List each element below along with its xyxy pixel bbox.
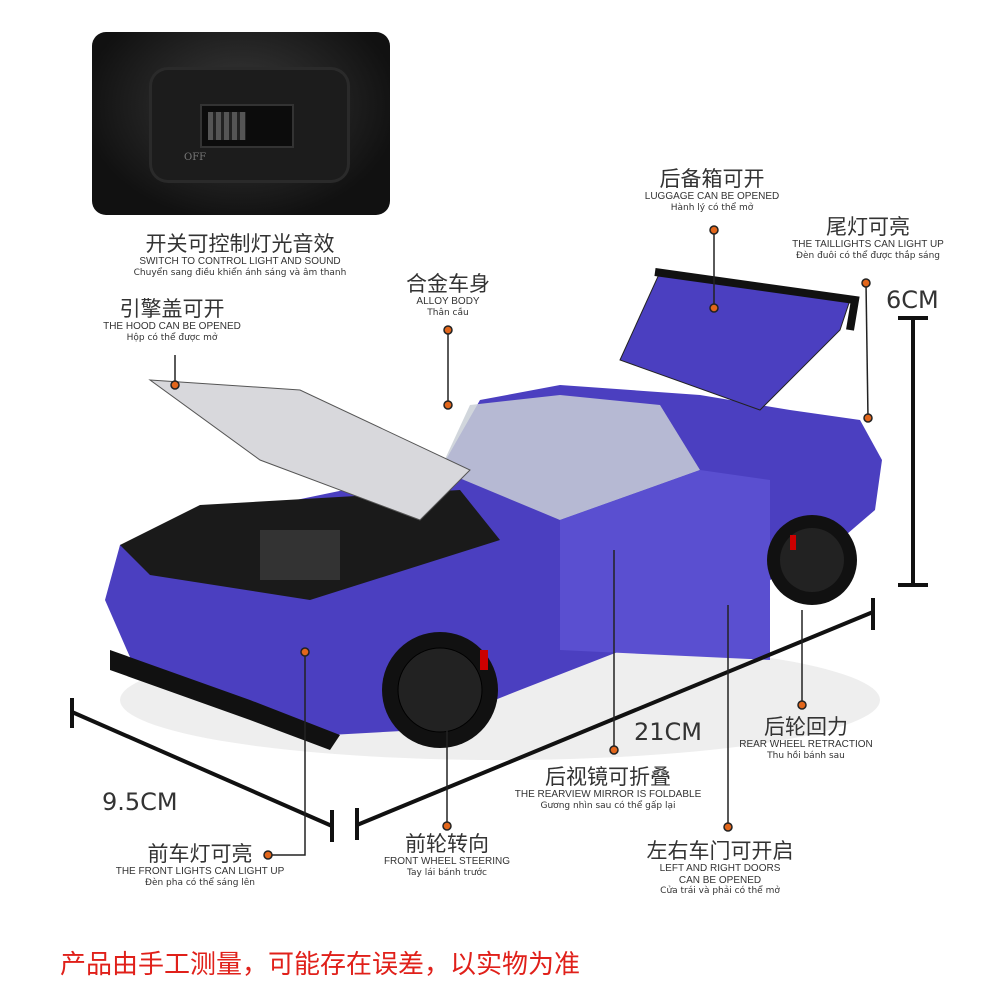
feature-english: THE REARVIEW MIRROR IS FOLDABLE [514, 789, 702, 801]
feature-title: 后轮回力 [764, 715, 848, 739]
feature-title: 后备箱可开 [659, 167, 765, 191]
length-dimension: 21CM [634, 718, 703, 746]
measurement-disclaimer: 产品由手工测量，可能存在误差，以实物为准 [60, 950, 581, 980]
feature-english: THE FRONT LIGHTS CAN LIGHT UP [115, 866, 285, 878]
car-model [105, 268, 882, 760]
feature-title: 引擎盖可开 [119, 297, 225, 321]
feature-front-lights: 前车灯可亮 THE FRONT LIGHTS CAN LIGHT UP Đèn … [116, 842, 285, 888]
callout-lines [170, 225, 873, 860]
feature-title: 尾灯可亮 [825, 215, 910, 239]
feature-vietnamese: Thu hồi bánh sau [767, 750, 845, 761]
dimension-lines [70, 316, 928, 842]
feature-title: 开关可控制灯光音效 [145, 232, 335, 256]
feature-vietnamese: Đèn pha có thể sáng lên [144, 877, 256, 888]
feature-front-wheel: 前轮转向 FRONT WHEEL STEERING Tay lái bánh t… [384, 832, 510, 878]
feature-title: 后视镜可折叠 [544, 765, 671, 789]
feature-english-2: CAN BE OPENED [678, 874, 762, 886]
feature-title: 左右车门可开启 [646, 839, 794, 863]
switch-closeup-photo: OFF [92, 32, 390, 215]
feature-rear-wheel: 后轮回力 REAR WHEEL RETRACTION Thu hồi bánh … [739, 715, 873, 761]
feature-vietnamese: Gương nhìn sau có thể gấp lại [540, 800, 676, 811]
feature-switch: 开关可控制灯光音效 SWITCH TO CONTROL LIGHT AND SO… [134, 232, 347, 278]
feature-english: LEFT AND RIGHT DOORS [659, 863, 781, 875]
feature-luggage: 后备箱可开 LUGGAGE CAN BE OPENED Hành lý có t… [645, 167, 779, 213]
feature-title: 前车灯可亮 [147, 842, 253, 866]
feature-english: THE TAILLIGHTS CAN LIGHT UP [792, 239, 944, 251]
feature-taillights: 尾灯可亮 THE TAILLIGHTS CAN LIGHT UP Đèn đuô… [792, 215, 944, 261]
feature-vietnamese: Thân cầu [427, 307, 469, 318]
feature-title: 前轮转向 [405, 832, 489, 856]
feature-vietnamese: Hộp có thể được mở [126, 332, 218, 343]
feature-english: THE HOOD CAN BE OPENED [103, 321, 241, 333]
feature-english: REAR WHEEL RETRACTION [739, 739, 873, 751]
switch-icon [200, 104, 294, 148]
feature-hood: 引擎盖可开 THE HOOD CAN BE OPENED Hộp có thể … [103, 297, 241, 343]
feature-english: LUGGAGE CAN BE OPENED [644, 191, 780, 203]
feature-title: 合金车身 [406, 272, 490, 296]
feature-mirror: 后视镜可折叠 THE REARVIEW MIRROR IS FOLDABLE G… [515, 765, 702, 811]
switch-off-mark: OFF [184, 152, 207, 163]
feature-vietnamese: Chuyển sang điều khiển ánh sáng và âm th… [133, 267, 347, 278]
feature-vietnamese: Tay lái bánh trước [407, 867, 487, 878]
feature-vietnamese: Cửa trái và phải có thể mở [660, 886, 780, 897]
feature-doors: 左右车门可开启 LEFT AND RIGHT DOORS CAN BE OPEN… [647, 839, 794, 896]
width-dimension: 9.5CM [102, 788, 178, 816]
feature-english: ALLOY BODY [416, 296, 480, 308]
feature-english: FRONT WHEEL STEERING [383, 856, 511, 868]
height-dimension: 6CM [886, 286, 939, 314]
feature-vietnamese: Đèn đuôi có thể được thắp sáng [796, 250, 940, 261]
feature-english: SWITCH TO CONTROL LIGHT AND SOUND [139, 256, 341, 268]
feature-vietnamese: Hành lý có thể mở [670, 202, 754, 213]
feature-alloy-body: 合金车身 ALLOY BODY Thân cầu [406, 272, 490, 318]
